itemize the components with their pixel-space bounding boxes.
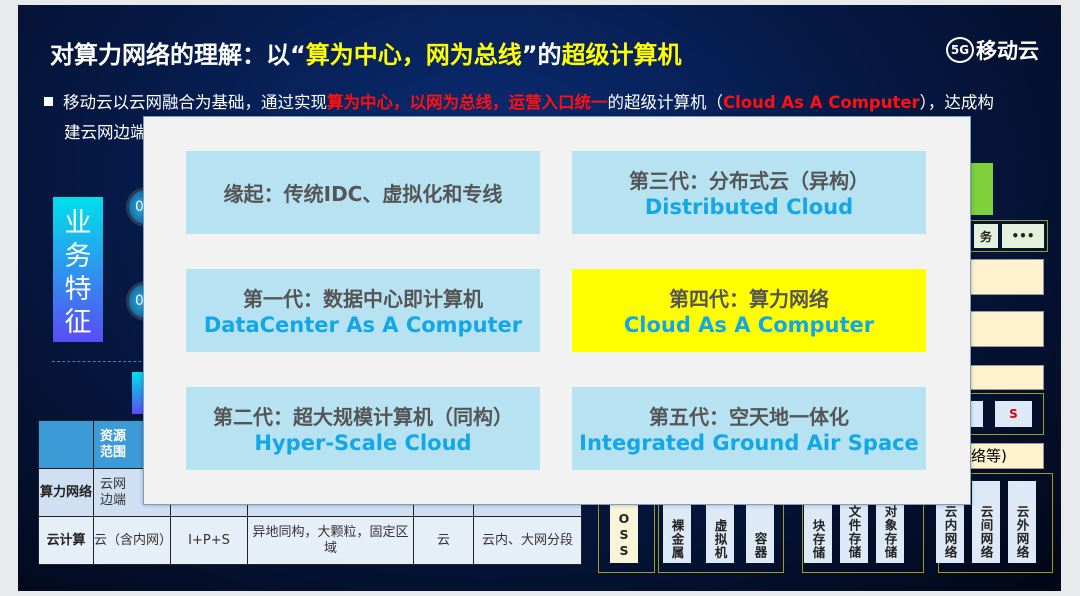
layer-box [968, 311, 1044, 347]
bullet-icon [44, 97, 53, 106]
card-origin: 缘起：传统IDC、虚拟化和专线 [186, 151, 540, 234]
layer-box [968, 259, 1044, 295]
green-block [970, 163, 993, 215]
divider [52, 361, 172, 362]
bullet-text: 移动云以云网融合为基础，通过实现算为中心，以网为总线，运营入口统一的超级计算机（… [44, 88, 1044, 148]
label-bar [132, 372, 144, 414]
more-icon: ••• [1002, 224, 1044, 248]
cell-scope: 云网边端 [100, 476, 127, 508]
slide-title: 对算力网络的理解：以“算为中心，网为总线”的超级计算机 [50, 41, 682, 69]
card-gen3: 第三代：分布式云（异构）Distributed Cloud [572, 151, 926, 234]
vertical-item: 云间网络 [972, 481, 1000, 563]
network-box: 络等) [968, 443, 1044, 469]
evolution-popup: 缘起：传统IDC、虚拟化和专线 第三代：分布式云（异构）Distributed … [143, 116, 971, 505]
header-resource-scope: 资源范围 [100, 428, 127, 460]
s-box: S [995, 401, 1032, 427]
5g-cloud-icon: 5G [946, 37, 974, 63]
feature-label: 业务特征 [53, 197, 103, 342]
card-gen2: 第二代：超大规模计算机（同构）Hyper-Scale Cloud [186, 387, 540, 470]
vertical-item: 云外网络 [1008, 481, 1036, 563]
service-fragment: 务 [974, 224, 998, 248]
layer-box [968, 365, 1044, 390]
